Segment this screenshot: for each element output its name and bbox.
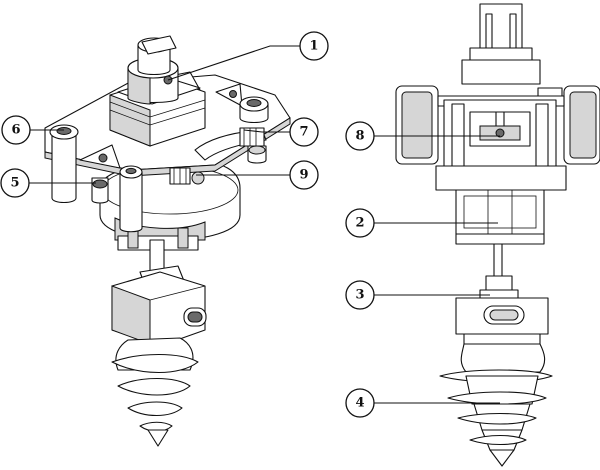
top-connector: [461, 3, 541, 85]
callout-7: 7: [289, 117, 319, 147]
callout-8: 8: [345, 121, 375, 151]
tip-housing: [111, 271, 207, 347]
callout-2-label: 2: [355, 216, 364, 231]
callout-4-label: 4: [355, 396, 364, 411]
screw-tip: [111, 337, 199, 447]
callout-9-label: 9: [299, 168, 308, 183]
callout-6-label: 6: [11, 123, 20, 138]
screw-thread: [439, 343, 553, 467]
lower-body: [455, 189, 545, 245]
callout-1-label: 1: [309, 39, 318, 54]
middle-block: [435, 165, 567, 191]
side-bracket: [169, 127, 267, 185]
callout-4: 4: [345, 388, 375, 418]
corner-posts: [49, 96, 269, 233]
motor-block: [109, 35, 206, 147]
callout-2: 2: [345, 208, 375, 238]
callout-5: 5: [0, 168, 30, 198]
callout-3-label: 3: [355, 288, 364, 303]
isometric-assembly: [44, 35, 291, 447]
front-elevation: [395, 3, 600, 467]
callout-5-label: 5: [10, 176, 19, 191]
inner-frame: [443, 99, 557, 167]
callout-3: 3: [345, 280, 375, 310]
callout-6: 6: [1, 115, 31, 145]
callout-7-label: 7: [299, 125, 308, 140]
tip-body: [455, 297, 549, 345]
connecting-rod: [493, 243, 503, 277]
leader-lines: [28, 45, 500, 404]
small-fitting: [479, 275, 519, 301]
callout-9: 9: [289, 160, 319, 190]
callout-8-label: 8: [355, 129, 364, 144]
callout-1: 1: [299, 31, 329, 61]
